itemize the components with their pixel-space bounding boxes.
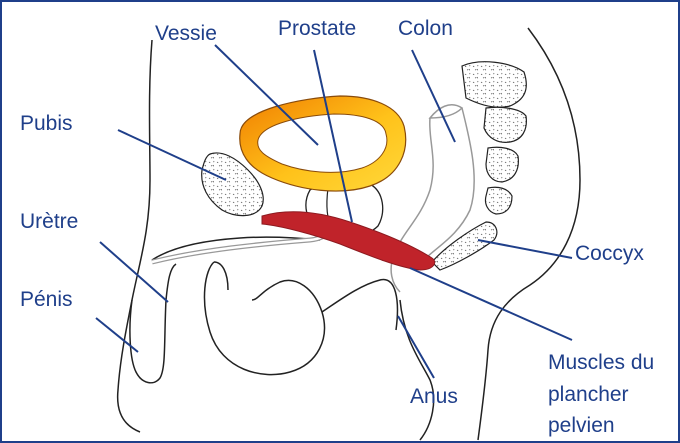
- label-colon: Colon: [398, 15, 453, 42]
- sacrum-vertebra-2: [484, 107, 526, 142]
- sacrum-vertebra-1: [462, 62, 526, 108]
- label-muscles-line1: Muscles du: [548, 349, 654, 376]
- label-penis: Pénis: [20, 286, 73, 313]
- label-prostate: Prostate: [278, 15, 356, 42]
- sacrum-vertebra-4: [485, 187, 512, 214]
- label-anus: Anus: [410, 383, 458, 410]
- label-vessie: Vessie: [155, 20, 217, 47]
- label-muscles-line2: plancher: [548, 381, 629, 408]
- label-coccyx: Coccyx: [575, 240, 644, 267]
- label-uretre: Urètre: [20, 208, 78, 235]
- label-muscles-line3: pelvien: [548, 412, 615, 439]
- label-pubis: Pubis: [20, 110, 73, 137]
